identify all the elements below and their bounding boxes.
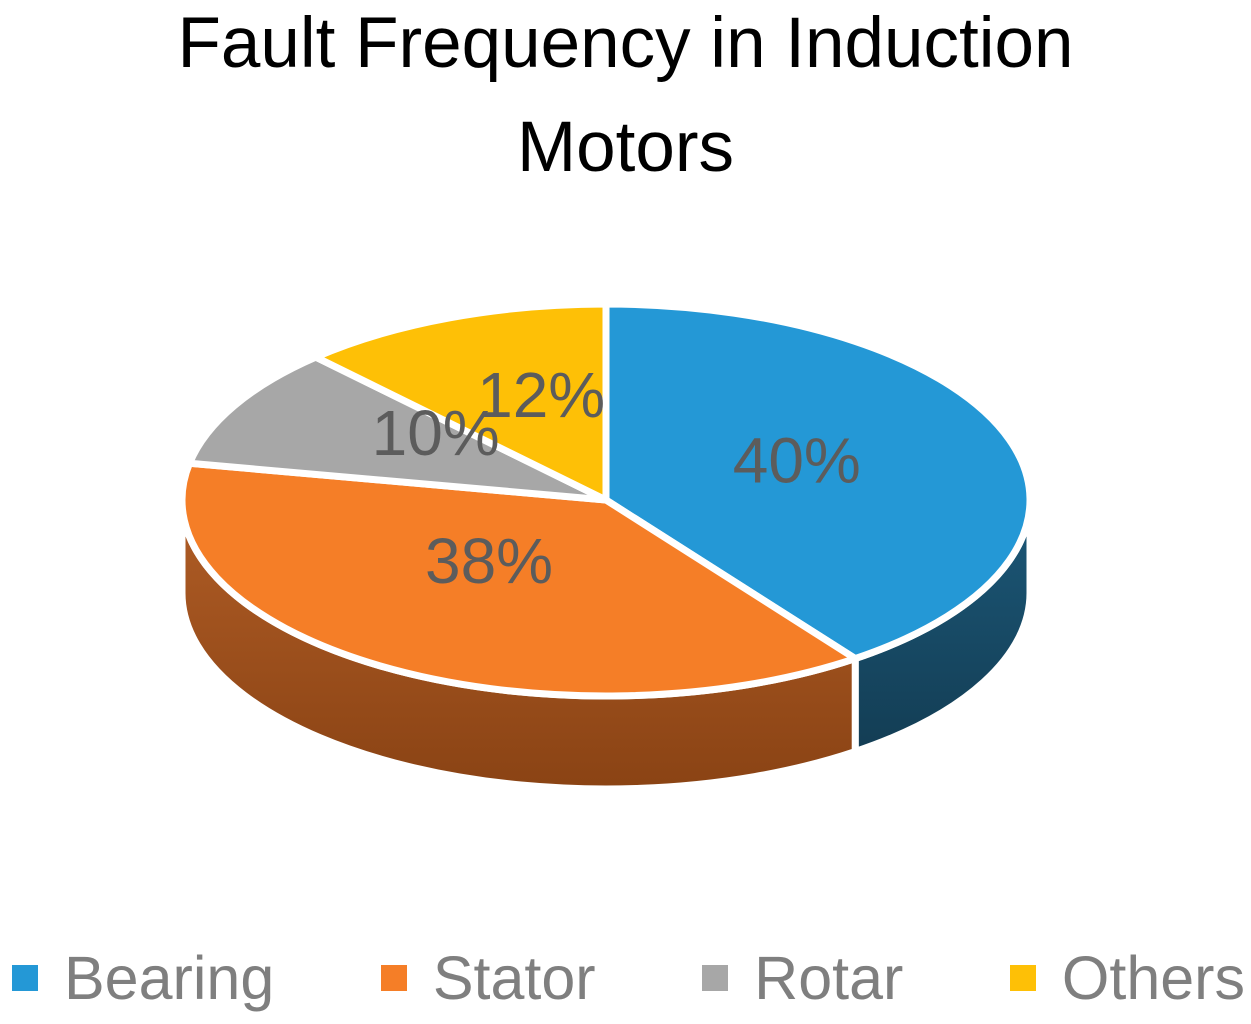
legend-item-bearing: Bearing	[12, 943, 275, 1012]
legend-label: Bearing	[64, 943, 275, 1012]
pie-slice-bearing	[602, 300, 1034, 663]
legend-swatch-icon	[12, 965, 38, 991]
pie-slice-percentage-label: 40%	[733, 425, 861, 497]
legend-label: Others	[1061, 943, 1245, 1012]
legend-item-rotar: Rotar	[702, 943, 904, 1012]
legend-label: Rotar	[754, 943, 904, 1012]
chart-title: Fault Frequency in Induction Motors	[177, 4, 1074, 188]
legend-item-others: Others	[1009, 943, 1245, 1012]
legend-swatch-icon	[380, 965, 407, 991]
pie-slice-percentage-label: 12%	[477, 359, 605, 431]
pie-slice-stator	[178, 459, 859, 700]
legend-label: Stator	[432, 943, 596, 1012]
pie-slice-rotar	[186, 353, 610, 504]
legend-swatch-icon	[1009, 965, 1036, 991]
pie-slice-others	[312, 300, 610, 504]
legend-swatch-icon	[702, 965, 729, 991]
pie-slice-percentage-label: 38%	[425, 525, 553, 597]
chart-legend: Bearing Stator Rotar Others	[12, 933, 1245, 1023]
pie-slice-percentage-label: 10%	[372, 397, 500, 469]
legend-item-stator: Stator	[380, 943, 596, 1012]
